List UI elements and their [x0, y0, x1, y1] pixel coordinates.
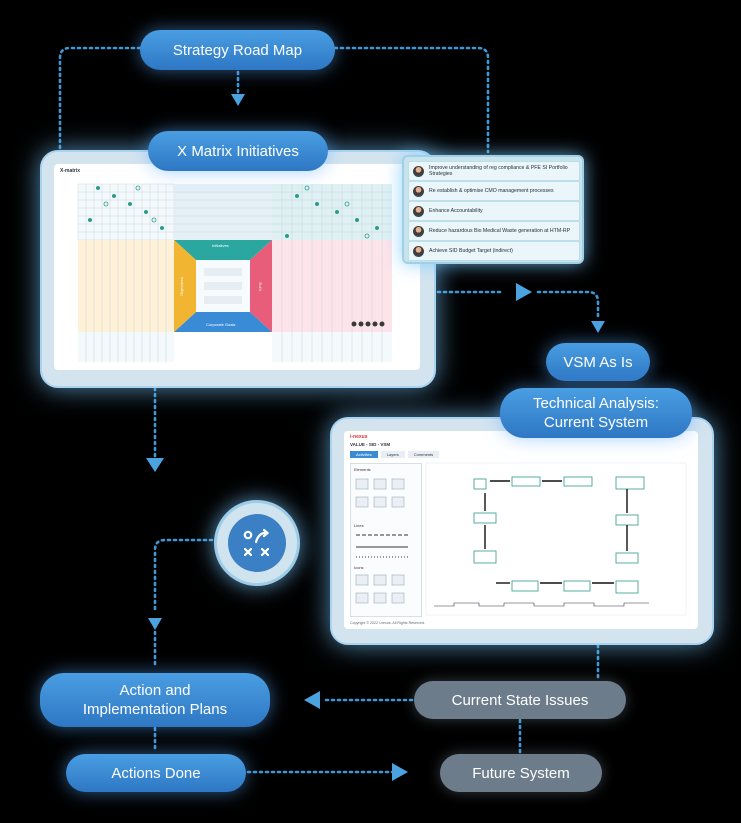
arrowhead-1 [231, 94, 245, 106]
vsm-footer: Copyright © 2022 i-nexus. All Rights Res… [350, 621, 425, 625]
node-x-matrix-initiatives[interactable]: X Matrix Initiatives [148, 131, 328, 171]
vsm-tab-bar: Activities Layers Comments [350, 451, 440, 458]
vsm-app-name: i-nexus [350, 434, 368, 440]
xmatrix-center-right: KPIs [257, 282, 263, 291]
node-actions-done[interactable]: Actions Done [66, 754, 246, 792]
avatar [413, 205, 424, 217]
arrowhead-2 [516, 283, 532, 301]
tab-activities[interactable]: Activities [350, 451, 378, 458]
xmatrix-grid [77, 183, 392, 362]
palette-icons: Icons [354, 565, 364, 570]
xmatrix-screen: X-matrix [54, 164, 420, 370]
initiative-item[interactable]: Reduce hazardous Bio Medical Waste gener… [408, 221, 580, 241]
vsm-canvas [355, 462, 687, 616]
initiative-item[interactable]: Re establish & optimise CMO management p… [408, 181, 580, 201]
initiative-item[interactable]: Enhance Accountability [408, 201, 580, 221]
node-technical-analysis[interactable]: Technical Analysis: Current System [500, 388, 692, 438]
avatar [413, 225, 424, 237]
palette-title: Elements [354, 467, 371, 472]
vsm-breadcrumb: VALUE - SID - VSM [350, 442, 391, 447]
connector-strategy-right [333, 46, 490, 154]
node-action-plans[interactable]: Action and Implementation Plans [40, 673, 270, 727]
arrowhead-4 [146, 458, 164, 472]
tactics-circle [214, 500, 300, 586]
arrowhead-3 [591, 321, 605, 333]
connector-to-vsm-as-is [536, 290, 600, 320]
node-future-system[interactable]: Future System [440, 754, 602, 792]
initiatives-popup: Improve understanding of reg compliance … [402, 155, 584, 264]
avatar [413, 165, 424, 177]
connector-strategy-left [58, 46, 142, 154]
palette-lines: Lines [354, 523, 364, 528]
tab-comments[interactable]: Comments [407, 451, 440, 458]
node-vsm-as-is[interactable]: VSM As Is [546, 343, 650, 381]
arrowhead-7 [392, 763, 408, 781]
xmatrix-tablet: X-matrix [40, 150, 436, 388]
xmatrix-center-top: Initiatives [212, 243, 229, 248]
initiative-item[interactable]: Achieve SID Budget Target (indirect) [408, 241, 580, 261]
arrowhead-5 [148, 618, 162, 630]
arrowhead-6 [304, 691, 320, 709]
tactics-play-icon [243, 528, 270, 557]
avatar [413, 185, 424, 197]
avatar [413, 245, 424, 257]
node-strategy-road-map[interactable]: Strategy Road Map [140, 30, 335, 70]
vsm-screen: i-nexus VALUE - SID - VSM Activities Lay… [344, 431, 698, 629]
xmatrix-title: X-matrix [60, 168, 81, 174]
xmatrix-center-bottom: Corporate Goals [206, 322, 236, 327]
connector-circle-left [153, 538, 214, 614]
vsm-tablet: i-nexus VALUE - SID - VSM Activities Lay… [330, 417, 714, 645]
xmatrix-center-left: Objectives [178, 277, 184, 296]
tab-layers[interactable]: Layers [380, 451, 405, 458]
initiative-item[interactable]: Improve understanding of reg compliance … [408, 161, 580, 181]
node-current-state-issues[interactable]: Current State Issues [414, 681, 626, 719]
